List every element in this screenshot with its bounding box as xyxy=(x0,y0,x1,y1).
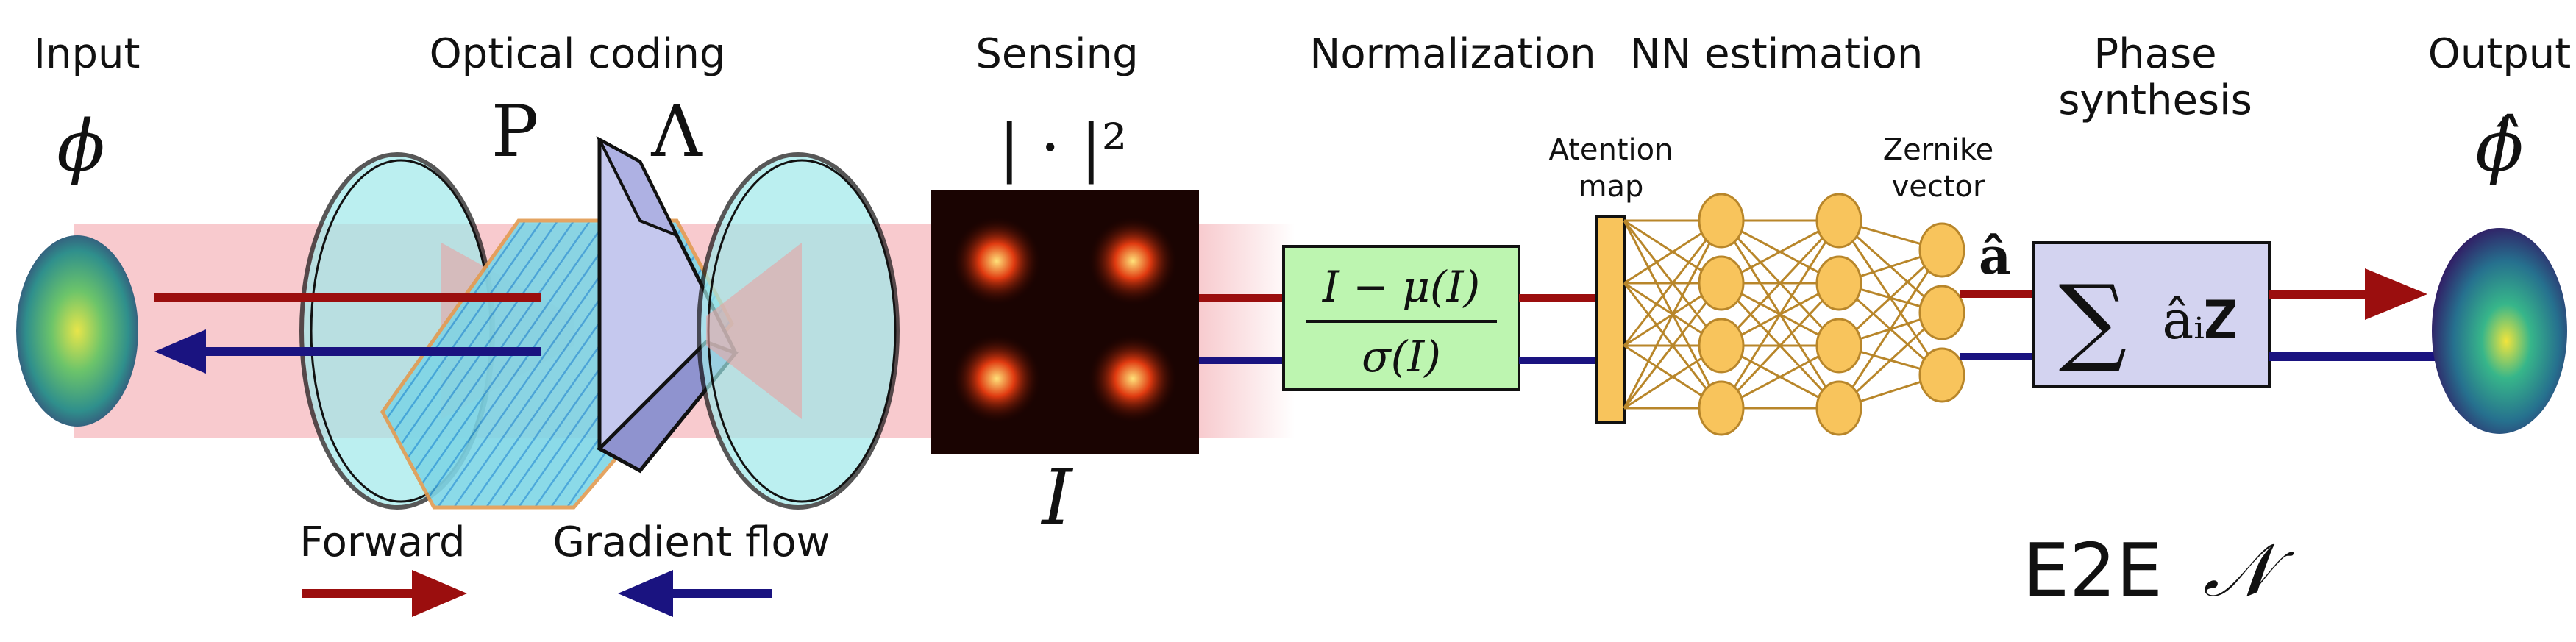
e2e-brand-symbol: 𝒩 xyxy=(2203,527,2294,613)
sensor-spot-tr xyxy=(1089,217,1177,305)
zernike-node xyxy=(1918,285,1965,340)
stage-phase-synthesis-line2: synthesis xyxy=(2058,76,2252,124)
nn-node xyxy=(1698,255,1745,311)
nn-connection xyxy=(1623,220,1723,346)
normalization-box xyxy=(1282,245,1520,391)
nn-node xyxy=(1815,380,1862,436)
nn-node xyxy=(1698,318,1745,374)
input-phase-map xyxy=(16,235,138,427)
symbol-I: I xyxy=(1040,452,1073,542)
phase-sum-symbol: ∑ xyxy=(2059,264,2127,376)
attention-map xyxy=(1595,215,1626,424)
nn-connection xyxy=(1720,220,1840,409)
stage-input: Input xyxy=(33,30,140,78)
sensor-spot-tl xyxy=(953,217,1041,305)
nn-network xyxy=(1623,193,1965,436)
gradient-arrow-head xyxy=(154,329,206,374)
nn-node xyxy=(1698,380,1745,436)
stage-output: Output xyxy=(2428,30,2572,78)
nn-node xyxy=(1698,193,1745,249)
nn-node xyxy=(1815,193,1862,249)
stage-optical-coding: Optical coding xyxy=(430,30,726,78)
nn-connection xyxy=(1837,249,1943,409)
nn-node xyxy=(1815,318,1862,374)
symbol-phi: ϕ xyxy=(57,105,104,188)
lambda-plate-side xyxy=(596,136,680,238)
symbol-a-hat: â xyxy=(1979,227,2011,286)
light-beam-fade xyxy=(1184,224,1295,438)
nn-connection xyxy=(1720,282,1840,410)
zernike-node xyxy=(1918,347,1965,403)
forward-arrow-head xyxy=(2365,268,2427,320)
sensor-spot-br xyxy=(1089,335,1177,423)
symbol-P: P xyxy=(491,90,539,173)
label-attention-line2: map xyxy=(1579,170,1644,204)
normalization-numerator: I − μ(I) xyxy=(1322,262,1480,312)
symbol-lambda: Λ xyxy=(650,90,703,173)
sensor-spots xyxy=(953,217,1177,423)
symbol-intensity: | · |² xyxy=(999,111,1127,185)
symbol-phi-hat: ϕ̂ xyxy=(2475,105,2523,188)
legend-gradient-label: Gradient flow xyxy=(553,518,830,566)
label-zernike-line2: vector xyxy=(1892,170,1985,204)
label-zernike-line1: Zernike xyxy=(1883,133,1994,167)
stage-phase-synthesis-line1: Phase xyxy=(2093,30,2216,78)
phase-sum-term: âᵢ𝐙 xyxy=(2162,289,2236,351)
stage-sensing: Sensing xyxy=(975,30,1138,78)
legend-gradient-arrow xyxy=(618,570,673,617)
zernike-node xyxy=(1918,222,1965,278)
legend-forward-label: Forward xyxy=(299,518,465,566)
label-attention-line1: Atention xyxy=(1549,133,1673,167)
stage-normalization: Normalization xyxy=(1309,30,1595,78)
stage-nn-estimation: NN estimation xyxy=(1630,30,1924,78)
e2e-brand-prefix: E2E xyxy=(2023,527,2163,613)
nn-connection xyxy=(1623,282,1723,409)
nn-connection xyxy=(1720,219,1840,347)
phase-synthesis-box xyxy=(2032,241,2271,388)
focus-cone-right xyxy=(706,243,802,419)
nn-connection xyxy=(1623,220,1723,409)
nn-node xyxy=(1815,255,1862,311)
output-phase-map xyxy=(2432,228,2567,434)
legend-forward-arrow xyxy=(412,570,467,617)
sensor-spot-bl xyxy=(953,335,1041,423)
normalization-denominator: σ(I) xyxy=(1362,332,1441,382)
